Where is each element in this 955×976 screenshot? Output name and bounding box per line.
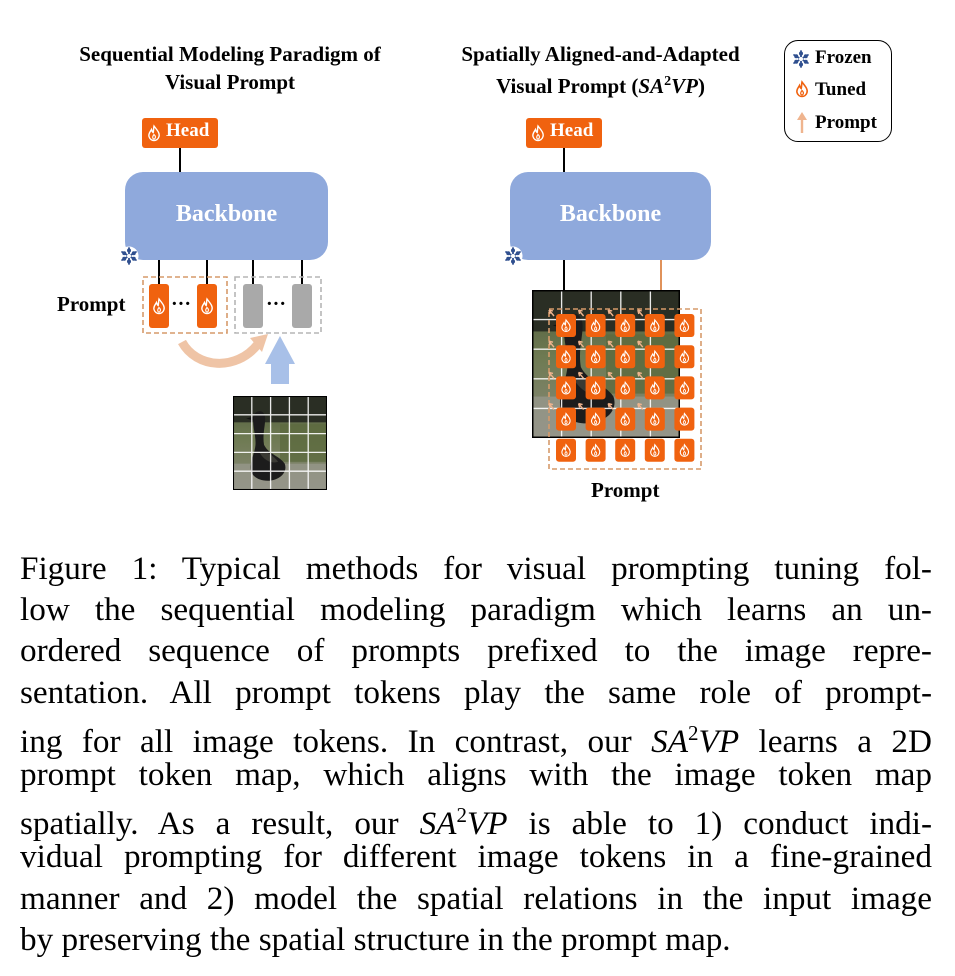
prompt-map-arrow [607,309,614,317]
left-title-line1: Sequential Modeling Paradigm of [79,42,381,66]
prompt-map-token [615,314,636,337]
prompt-map-token [615,376,636,400]
right-backbone-label: Backbone [559,201,662,227]
caption-line: prompt token map, which aligns with the … [20,755,932,793]
left-backbone-label: Backbone [175,201,278,227]
caption-line: by preserving the spatial structure in t… [20,920,731,958]
caption-line: sentation. All prompt tokens play the sa… [20,673,932,711]
prompt-map-token [556,376,576,400]
right-backbone-box [510,172,711,260]
prompt-map-arrow [548,340,555,348]
right-title-line2: Visual Prompt (SA2VP) [496,74,705,98]
prompt-map-token [615,345,636,369]
prompt-map-arrow [577,402,585,411]
diagram-svg [118,118,711,490]
caption-line: ing for all image tokens. In contrast, o… [20,720,932,760]
left-prompt-ellipsis: ··· [171,293,192,315]
prompt-map-token [674,314,695,337]
prompt-map-arrow [548,371,555,379]
prompt-map-token [585,345,606,369]
right-snowflake-icon [502,245,524,267]
left-image-token-2 [292,284,312,328]
prompt-map-token [644,376,665,400]
legend-tuned: Tuned [815,79,867,100]
left-prompt-token-2 [197,284,217,328]
right-head-label: Head [550,120,594,141]
prompt-map-arrow [577,309,585,317]
left-input-image [233,396,327,490]
caption-line: low the sequential modeling paradigm whi… [20,591,932,629]
prompt-map-token [644,407,665,431]
prompt-map-arrow [637,340,644,348]
left-prompt-token-1 [149,284,169,328]
right-prompt-map [548,309,695,462]
prompt-map-token [556,438,576,462]
prompt-map-token [556,314,576,337]
caption-line: ordered sequence of prompts prefixed to … [20,632,932,670]
prompt-map-token [644,345,665,369]
prompt-map-token [585,407,606,431]
left-panel-title: Sequential Modeling Paradigm of Visual P… [40,40,420,96]
prompt-map-token [644,438,665,462]
left-snowflake-icon [118,245,140,267]
legend-snowflake-icon [791,49,811,69]
caption-line: spatially. As a result, our SA2VP is abl… [20,803,932,843]
prompt-map-arrow [607,402,614,411]
prompt-map-token [585,438,606,462]
prompt-map-token [674,438,695,462]
caption-line: vidual prompting for different image tok… [20,838,932,876]
left-head-box [142,118,218,148]
right-prompt-map-border [548,308,702,470]
prompt-map-arrow [548,402,555,411]
prompt-map-arrow [607,340,614,348]
right-prompt-label: Prompt [591,478,660,502]
figure-diagram: Sequential Modeling Paradigm of Visual P… [40,40,892,502]
prompt-map-arrow [577,371,585,379]
prompt-map-token [585,314,606,337]
left-prompt-group [142,276,228,334]
legend-frozen: Frozen [815,47,872,68]
figure-caption: Figure 1: Typical methods for visual pro… [20,548,932,960]
left-prompt-label: Prompt [57,292,126,316]
prompt-map-arrow [577,340,585,348]
prompt-map-arrow [637,371,644,379]
right-panel-title: Spatially Aligned-and-Adapted Visual Pro… [428,40,773,100]
caption-line: manner and 2) model the spatial relation… [20,879,932,917]
right-title-line1: Spatially Aligned-and-Adapted [461,42,740,66]
prompt-map-arrow [548,309,555,317]
legend-flame-icon [796,81,808,98]
left-image-token-1 [243,284,263,328]
left-backbone-box [125,172,328,260]
prompt-map-token [615,438,636,462]
left-image-ellipsis: ··· [266,293,287,315]
prompt-map-arrow [637,309,644,317]
left-input-arrow [271,362,289,384]
prompt-map-token [644,314,665,337]
legend-arrow-icon [797,112,807,133]
prompt-map-token [615,407,636,431]
prompt-map-token [674,407,695,431]
left-token-connectors [158,260,303,284]
legend-box: Frozen Tuned Prompt [784,40,892,142]
prompt-map-arrow [637,402,644,411]
left-head-label: Head [166,120,210,141]
prompt-map-token [585,376,606,400]
prompt-map-token [556,345,576,369]
left-title-line2: Visual Prompt [164,70,296,94]
left-image-token-group [234,276,322,334]
prompt-map-token [674,376,695,400]
prompt-map-token [556,407,576,431]
right-head-box [526,118,602,148]
prompt-map-token [674,345,695,369]
legend-prompt: Prompt [815,112,877,133]
caption-line: Figure 1: Typical methods for visual pro… [20,550,932,587]
left-sequence-arrow [178,339,262,368]
prompt-map-arrow [607,371,614,379]
